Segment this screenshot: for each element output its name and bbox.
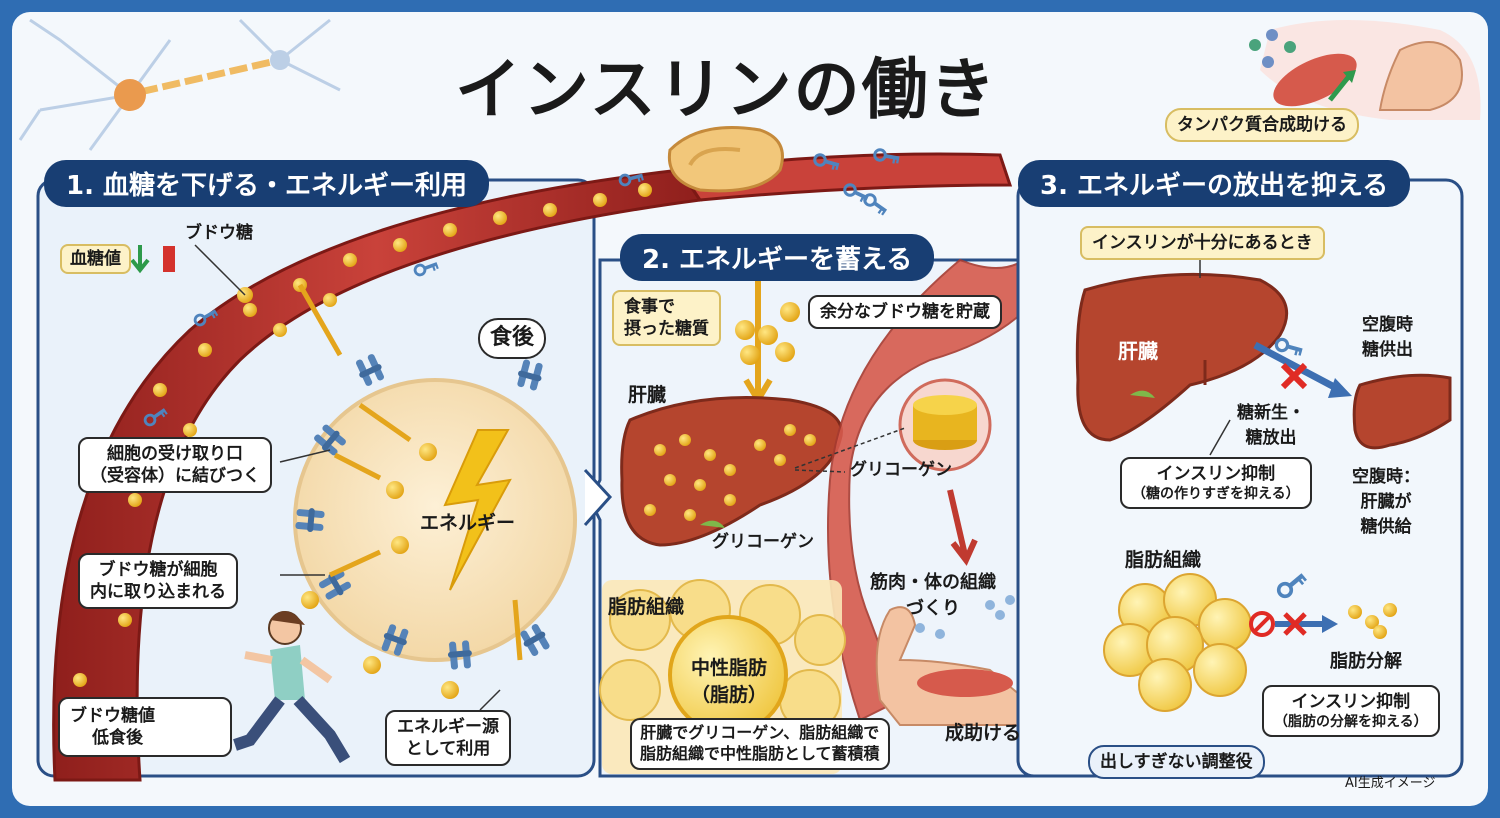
receptor-callout: 細胞の受け取り口 （受容体）に結びつく xyxy=(78,437,272,494)
fat-tissue-label-s2: 脂肪組織 xyxy=(608,596,685,618)
liver-icon xyxy=(1352,373,1452,450)
muscle-icon xyxy=(1249,20,1481,120)
fat-inhibit-sub: （脂肪の分解を抑える） xyxy=(1274,714,1428,731)
fasting-note: 空腹時： 肝臓が 糖供給 xyxy=(1352,467,1420,537)
energy-source-callout: エネルギー源 として利用 xyxy=(385,710,511,767)
store-callout: 余分なブドウ糖を貯蔵 xyxy=(808,295,1002,330)
muscle-label: 筋肉・体の組織 づくり xyxy=(870,572,996,619)
liver-label-s3: 肝臓 xyxy=(1118,339,1158,363)
fasting-top-label: 空腹時 糖供出 xyxy=(1362,315,1413,360)
liver-label-s2: 肝臓 xyxy=(628,384,667,406)
fat-inhibit-callout: インスリン抑制 （脂肪の分解を抑える） xyxy=(1262,685,1440,738)
liver-icon xyxy=(620,396,843,547)
liver-icon xyxy=(1075,272,1289,442)
blood-sugar-tag: 血糖値 xyxy=(60,244,131,275)
glycogen-bottom-label: グリコーゲン xyxy=(712,532,814,552)
condition-note: インスリンが十分にあるとき xyxy=(1080,226,1325,261)
runner-icon xyxy=(233,611,351,764)
fat-cell-icon xyxy=(1103,573,1252,712)
fat-inhibit-title: インスリン抑制 xyxy=(1291,692,1411,712)
neutral-fat-label: 中性脂肪 （脂肪） xyxy=(690,657,767,706)
glycogen-stack-icon xyxy=(913,395,977,450)
no-entry-icon xyxy=(1249,611,1275,637)
pancreas-icon xyxy=(667,126,784,193)
arm-flex-icon xyxy=(1378,41,1463,111)
gluconeogenesis-label: 糖新生・ 糖放出 xyxy=(1237,403,1305,448)
overflow-text: 成助ける xyxy=(945,722,1022,744)
fat-tissue-label-s3: 脂肪組織 xyxy=(1125,549,1202,571)
section3-heading: 3. エネルギーの放出を抑える xyxy=(1018,160,1411,207)
lipolysis-label: 脂肪分解 xyxy=(1330,651,1402,672)
after-meal-badge: 食後 xyxy=(478,318,547,359)
glucose-label: ブドウ糖 xyxy=(185,223,253,243)
cross-icon xyxy=(1280,362,1308,390)
meal-sugar-note: 食事で 摂った糖質 xyxy=(612,290,721,347)
section2-heading: 2. エネルギーを蓄える xyxy=(620,234,935,281)
liver-inhibit-title: インスリン抑制 xyxy=(1156,464,1276,484)
energy-label: エネルギー xyxy=(420,512,516,534)
uptake-callout: ブドウ糖が細胞 内に取り込まれる xyxy=(78,553,238,610)
low-glucose-title: ブドウ糖値 xyxy=(70,706,155,726)
glycogen-right-label: グリコーゲン xyxy=(850,460,952,480)
regulator-badge: 出しすぎない調整役 xyxy=(1088,745,1265,780)
low-glucose-box: ブドウ糖値 低食後 xyxy=(58,697,232,758)
ai-image-note: AI生成イメージ xyxy=(1345,776,1436,791)
liver-inhibit-callout: インスリン抑制 （糖の作りすぎを抑える） xyxy=(1120,457,1312,510)
low-glucose-sub: 低食後 xyxy=(92,728,143,749)
lightning-icon xyxy=(443,429,512,591)
neuron-icon xyxy=(18,18,341,151)
section1-heading: 1. 血糖を下げる・エネルギー利用 xyxy=(44,160,490,207)
protein-note: タンパク質合成助ける xyxy=(1165,108,1359,143)
page-title: インスリンの働き xyxy=(455,51,998,128)
cell xyxy=(293,378,577,662)
storage-summary-callout: 肝臓でグリコーゲン、脂肪組織で 脂肪組織で中性脂肪として蓄積積 xyxy=(630,718,890,770)
liver-inhibit-sub: （糖の作りすぎを抑える） xyxy=(1132,486,1300,503)
glucose-dot-icon xyxy=(73,183,652,687)
